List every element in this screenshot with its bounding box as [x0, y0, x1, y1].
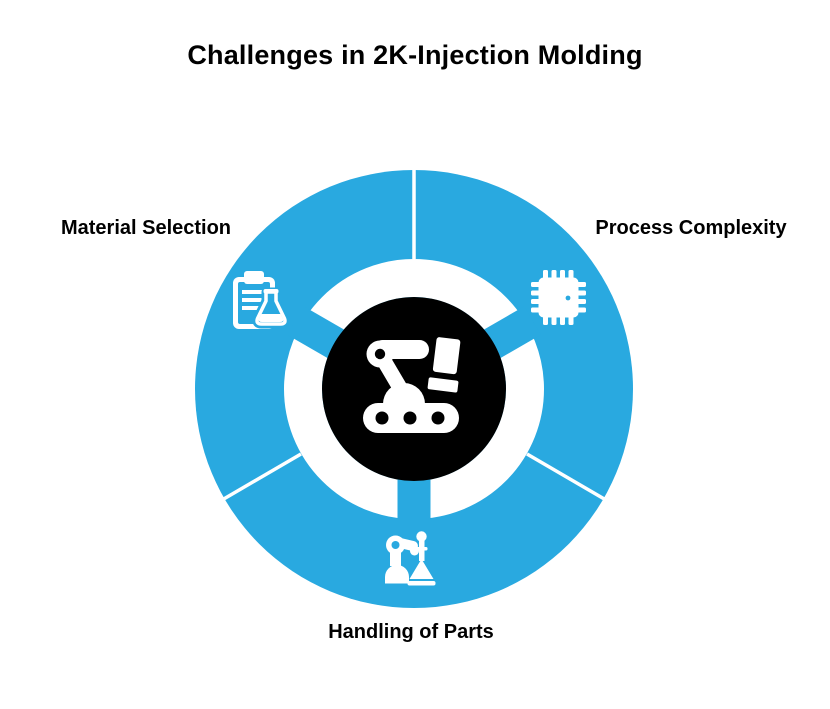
- segment-bridge-upper-right: [481, 306, 541, 360]
- chip-pin: [551, 270, 557, 279]
- robot-arm-conveyor-icon: [363, 337, 461, 433]
- clipboard-flask-icon: [233, 271, 290, 329]
- microchip-icon: [531, 270, 586, 325]
- flask-lip: [263, 289, 279, 294]
- segment-label-handling-of-parts: Handling of Parts: [328, 621, 494, 643]
- chip-pin: [568, 316, 574, 325]
- chip-pin: [560, 316, 565, 325]
- segment-label-process-complexity: Process Complexity: [595, 217, 787, 239]
- segment-bridge-upper-left: [287, 306, 347, 360]
- segment-label-material-selection: Material Selection: [60, 217, 232, 239]
- chip-pin: [551, 316, 557, 325]
- flask-liquid: [258, 314, 284, 322]
- segment-divider-lower-left: [221, 452, 302, 502]
- chip-pin: [543, 316, 548, 325]
- chip-pin: [577, 282, 586, 287]
- conveyor-wheel: [431, 411, 445, 425]
- clipboard-clip: [244, 271, 264, 284]
- tool-tick: [415, 547, 428, 551]
- chip-pin: [577, 307, 586, 313]
- robot-joint-hole: [374, 348, 386, 360]
- gripper-joint-hole: [391, 541, 400, 549]
- gripper-column: [390, 550, 401, 566]
- chip-pin: [531, 307, 540, 313]
- chip-body: [538, 277, 579, 318]
- chip-pin: [577, 290, 586, 296]
- gripper-arm: [393, 537, 418, 551]
- segment-divider-lower-right: [526, 452, 607, 502]
- chip-pin: [560, 270, 565, 279]
- conveyor-wheel: [375, 411, 389, 425]
- cone-part: [409, 559, 434, 579]
- robot-gripper-icon: [385, 531, 436, 586]
- chip-pin: [543, 270, 548, 279]
- page-title: Challenges in 2K-Injection Molding: [187, 40, 643, 70]
- chip-pin: [577, 299, 586, 304]
- chip-pin: [568, 270, 574, 279]
- chip-pin: [531, 299, 540, 304]
- gripper-base-dome: [385, 565, 409, 584]
- cone-base: [407, 581, 436, 586]
- chip-pin: [531, 290, 540, 296]
- conveyor-wheel: [403, 411, 417, 425]
- chip-marker-dot: [565, 295, 571, 301]
- robot-foot: [383, 383, 425, 404]
- carried-block: [427, 337, 461, 393]
- chip-pin: [531, 282, 540, 287]
